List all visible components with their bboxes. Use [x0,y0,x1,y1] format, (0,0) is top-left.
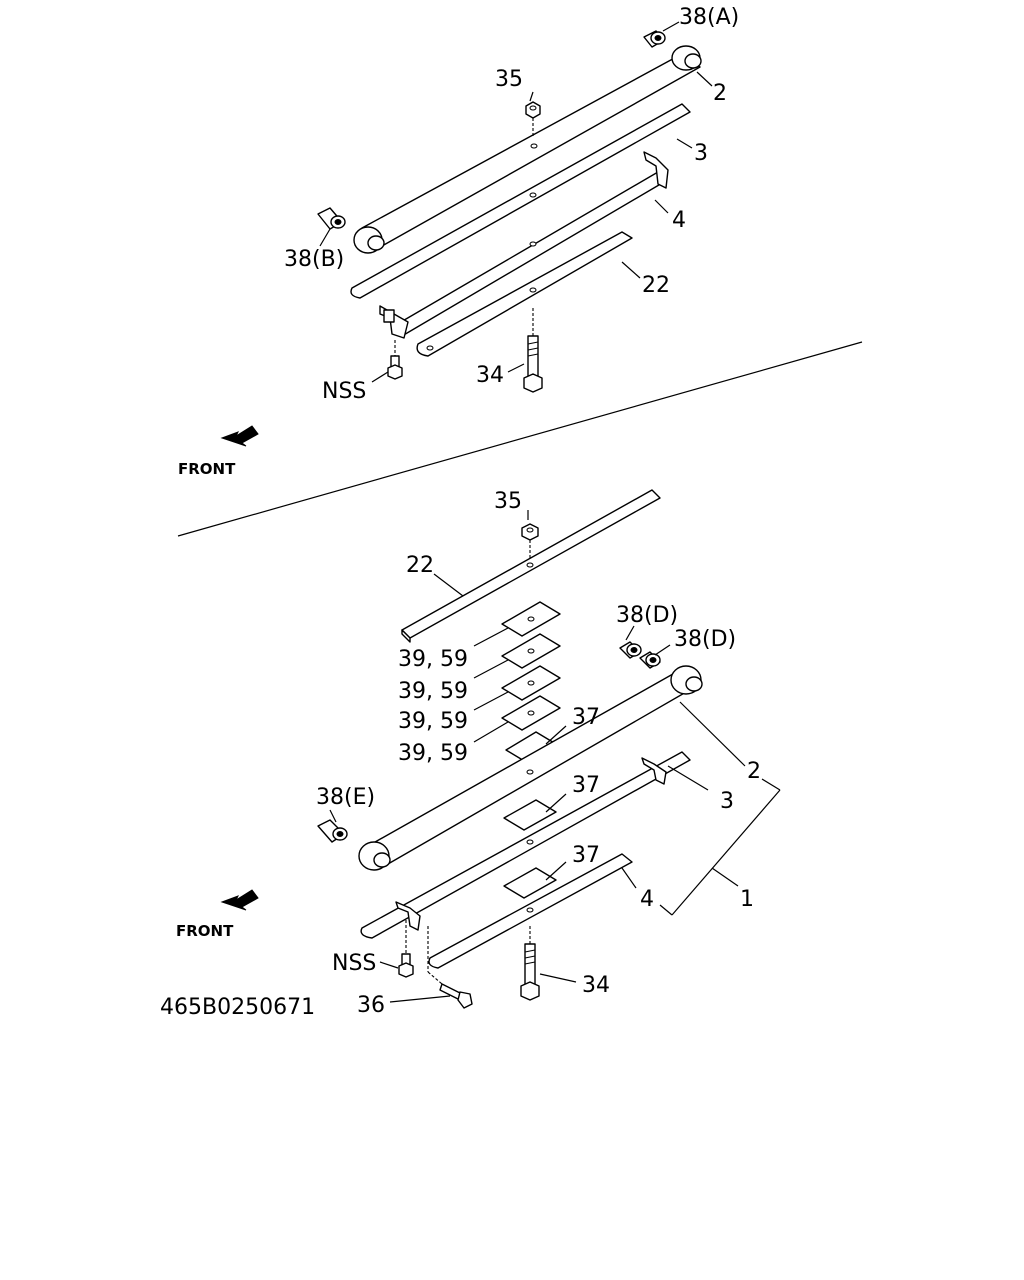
lower-main-leaf [358,665,703,871]
callout-39-59-1: 39, 59 [398,647,468,672]
view-divider-line [177,341,863,537]
callout-38e: 38(E) [316,785,375,810]
callout-37-3: 37 [572,843,600,868]
assembly-bracket [659,701,781,916]
callout-2-lower: 2 [747,759,761,784]
upper-bush-b [317,207,346,230]
upper-second-leaf [350,103,691,299]
callout-38b: 38(B) [284,247,344,272]
callout-39-59-2: 39, 59 [398,679,468,704]
callout-38d-1: 38(D) [616,603,678,628]
callout-35-upper: 35 [495,67,523,92]
lower-second-leaf [360,751,691,939]
drawing-code: 465B0250671 [160,995,315,1020]
callout-37-2: 37 [572,773,600,798]
callout-22-upper: 22 [642,273,670,298]
lower-nut [521,523,539,558]
lower-bush-e [317,819,348,843]
lower-third-leaf [428,853,633,969]
lower-leader-lines [329,510,709,1003]
upper-helper-leaf [416,231,633,357]
callout-nss-upper: NSS [322,379,366,404]
callout-4-upper: 4 [672,208,686,233]
upper-center-bolt [523,308,543,393]
callout-37-1: 37 [572,705,600,730]
upper-nss-bolt [387,340,403,380]
callout-1: 1 [740,887,754,912]
callout-3-lower: 3 [720,789,734,814]
lower-bush-d1 [619,641,642,659]
front-arrow-icon [220,425,259,447]
front-label-lower: FRONT [176,922,234,940]
front-label-upper: FRONT [178,460,236,478]
callout-34-upper: 34 [476,363,504,388]
callout-3-upper: 3 [694,141,708,166]
lower-nss-bolt [398,920,414,978]
upper-leader-lines [319,21,713,383]
callout-39-59-3: 39, 59 [398,709,468,734]
lower-spacers [501,601,561,763]
lower-center-bolt [520,926,540,1001]
lower-liner-2 [503,799,557,831]
upper-bush-a [643,30,666,48]
callout-38a: 38(A) [679,5,739,30]
upper-nut [525,101,541,138]
upper-main-leaf [353,45,702,254]
callout-2-upper: 2 [713,81,727,106]
callout-39-59-4: 39, 59 [398,741,468,766]
lower-helper-leaf [401,489,661,643]
callout-4-lower: 4 [640,887,654,912]
lower-liner-3 [503,867,557,899]
callout-34-lower: 34 [582,973,610,998]
callout-22-lower: 22 [406,553,434,578]
lower-view: 35 22 39, 59 39, 59 39, 59 39, 59 38(D) … [176,489,781,1018]
callout-38d-2: 38(D) [674,627,736,652]
lower-bush-d2 [639,651,661,669]
upper-view: 38(A) 35 2 3 4 38(B) 22 NSS 34 FRONT [178,5,739,478]
callout-35-lower: 35 [494,489,522,514]
callout-36: 36 [357,993,385,1018]
front-arrow-icon [220,889,259,911]
callout-nss-lower: NSS [332,951,376,976]
upper-third-leaf [379,151,669,339]
lower-clip-bolt [427,926,473,1009]
